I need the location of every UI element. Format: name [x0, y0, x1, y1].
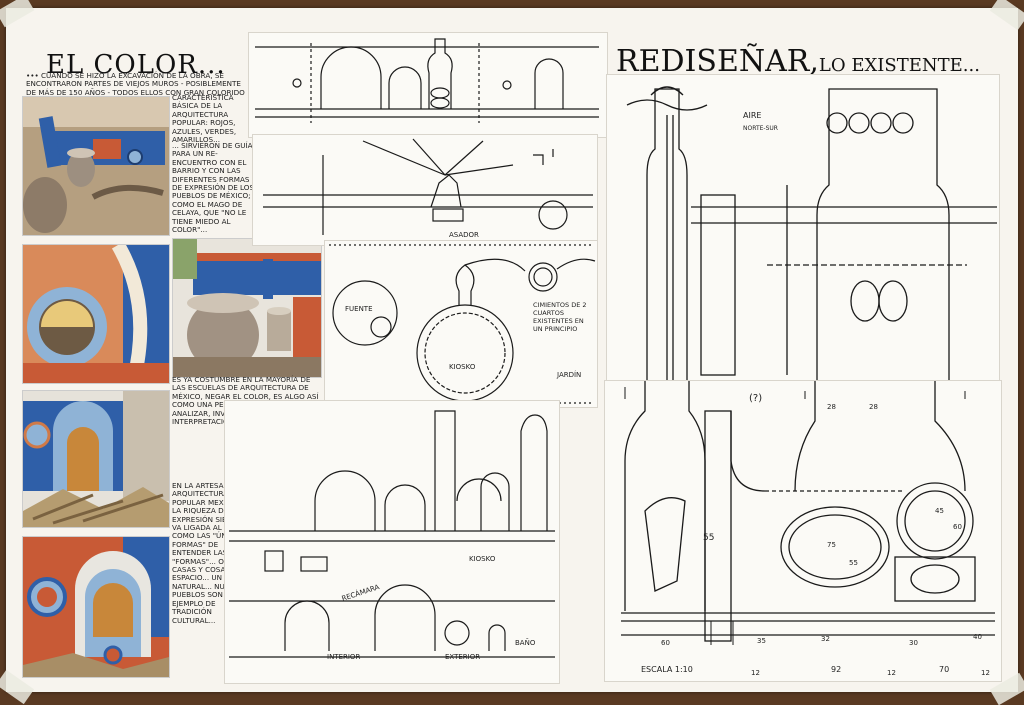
title-redisenar-rest: LO EXISTENTE...	[818, 55, 980, 76]
dim-70: 70	[939, 665, 950, 674]
label-jardin: JARDÍN	[557, 371, 582, 379]
tape-top-right	[989, 0, 1024, 31]
dim-12c: 12	[981, 669, 990, 677]
dim-60: 60	[661, 639, 670, 647]
label-exterior: EXTERIOR	[445, 653, 481, 661]
dim-32: 32	[821, 635, 830, 643]
dim-55: 55	[849, 559, 858, 567]
dim-45: 45	[935, 507, 944, 515]
photo-porthole	[22, 244, 170, 384]
sketch-plan-kiosko: FUENTE KIOSKO CIMIENTOS DE 2 CUARTOS EXI…	[324, 240, 598, 408]
dim-60-top: 60	[953, 523, 962, 531]
photo-excavation	[22, 96, 170, 236]
label-fuente: FUENTE	[345, 305, 373, 313]
sketch-elevation-top	[248, 32, 608, 138]
dim-92: 92	[831, 665, 842, 674]
photo-oven	[172, 238, 322, 378]
tape-top-left	[0, 0, 35, 28]
dim-12b: 12	[887, 669, 896, 677]
intro-text: ••• CUANDO SE HIZO LA EXCAVACIÓN DE LA O…	[26, 71, 245, 97]
sketch-section-asador: ASADOR	[252, 134, 598, 246]
sketch-section-detail: (?) 28 28 45 60 75 55 55 60 35 32 30 40 …	[604, 380, 1002, 682]
photo-blue-arch	[22, 390, 170, 528]
label-cimientos: CIMIENTOS DE 2 CUARTOS EXISTENTES EN UN …	[533, 301, 587, 333]
title-redisenar-main: REDISEÑAR,	[616, 44, 819, 79]
label-escala: ESCALA 1:10	[641, 665, 693, 674]
label-interior: INTERIOR	[327, 653, 361, 661]
dim-12a: 12	[751, 669, 760, 677]
dim-x55: 55	[703, 533, 715, 543]
title-redisenar: REDISEÑAR,LO EXISTENTE...	[616, 44, 980, 79]
dim-28b: 28	[869, 403, 878, 411]
guide-note: ... SIRVIERON DE GUÍA PARA UN RE-ENCUENT…	[172, 141, 255, 235]
dim-35: 35	[757, 637, 766, 645]
label-question: (?)	[749, 393, 763, 404]
title-el-color: EL COLOR...	[46, 50, 226, 80]
photo-orange-arch	[22, 536, 170, 678]
dim-28a: 28	[827, 403, 836, 411]
label-kiosko: KIOSKO	[449, 363, 476, 371]
dim-40: 40	[973, 633, 982, 641]
color-note: CARACTERÍSTICA BÁSICA DE LA ARQUITECTURA…	[172, 93, 237, 145]
label-kiosko-2: KIOSKO	[469, 555, 496, 563]
label-norte-sur: NORTE-SUR	[743, 125, 778, 132]
craft-note: EN LA ARTESANÍA Y ARQUITECTURA POPULAR M…	[172, 481, 255, 625]
dim-30: 30	[909, 639, 918, 647]
label-aire: AIRE	[743, 111, 762, 120]
label-asador: ASADOR	[449, 231, 479, 239]
sketch-facade-large: AIRE NORTE-SUR	[606, 74, 1000, 382]
sketch-elevation-bottom: KIOSKO RECÁMARA INTERIOR EXTERIOR BAÑO	[224, 400, 560, 684]
dim-75: 75	[827, 541, 836, 549]
label-bano: BAÑO	[515, 639, 536, 647]
